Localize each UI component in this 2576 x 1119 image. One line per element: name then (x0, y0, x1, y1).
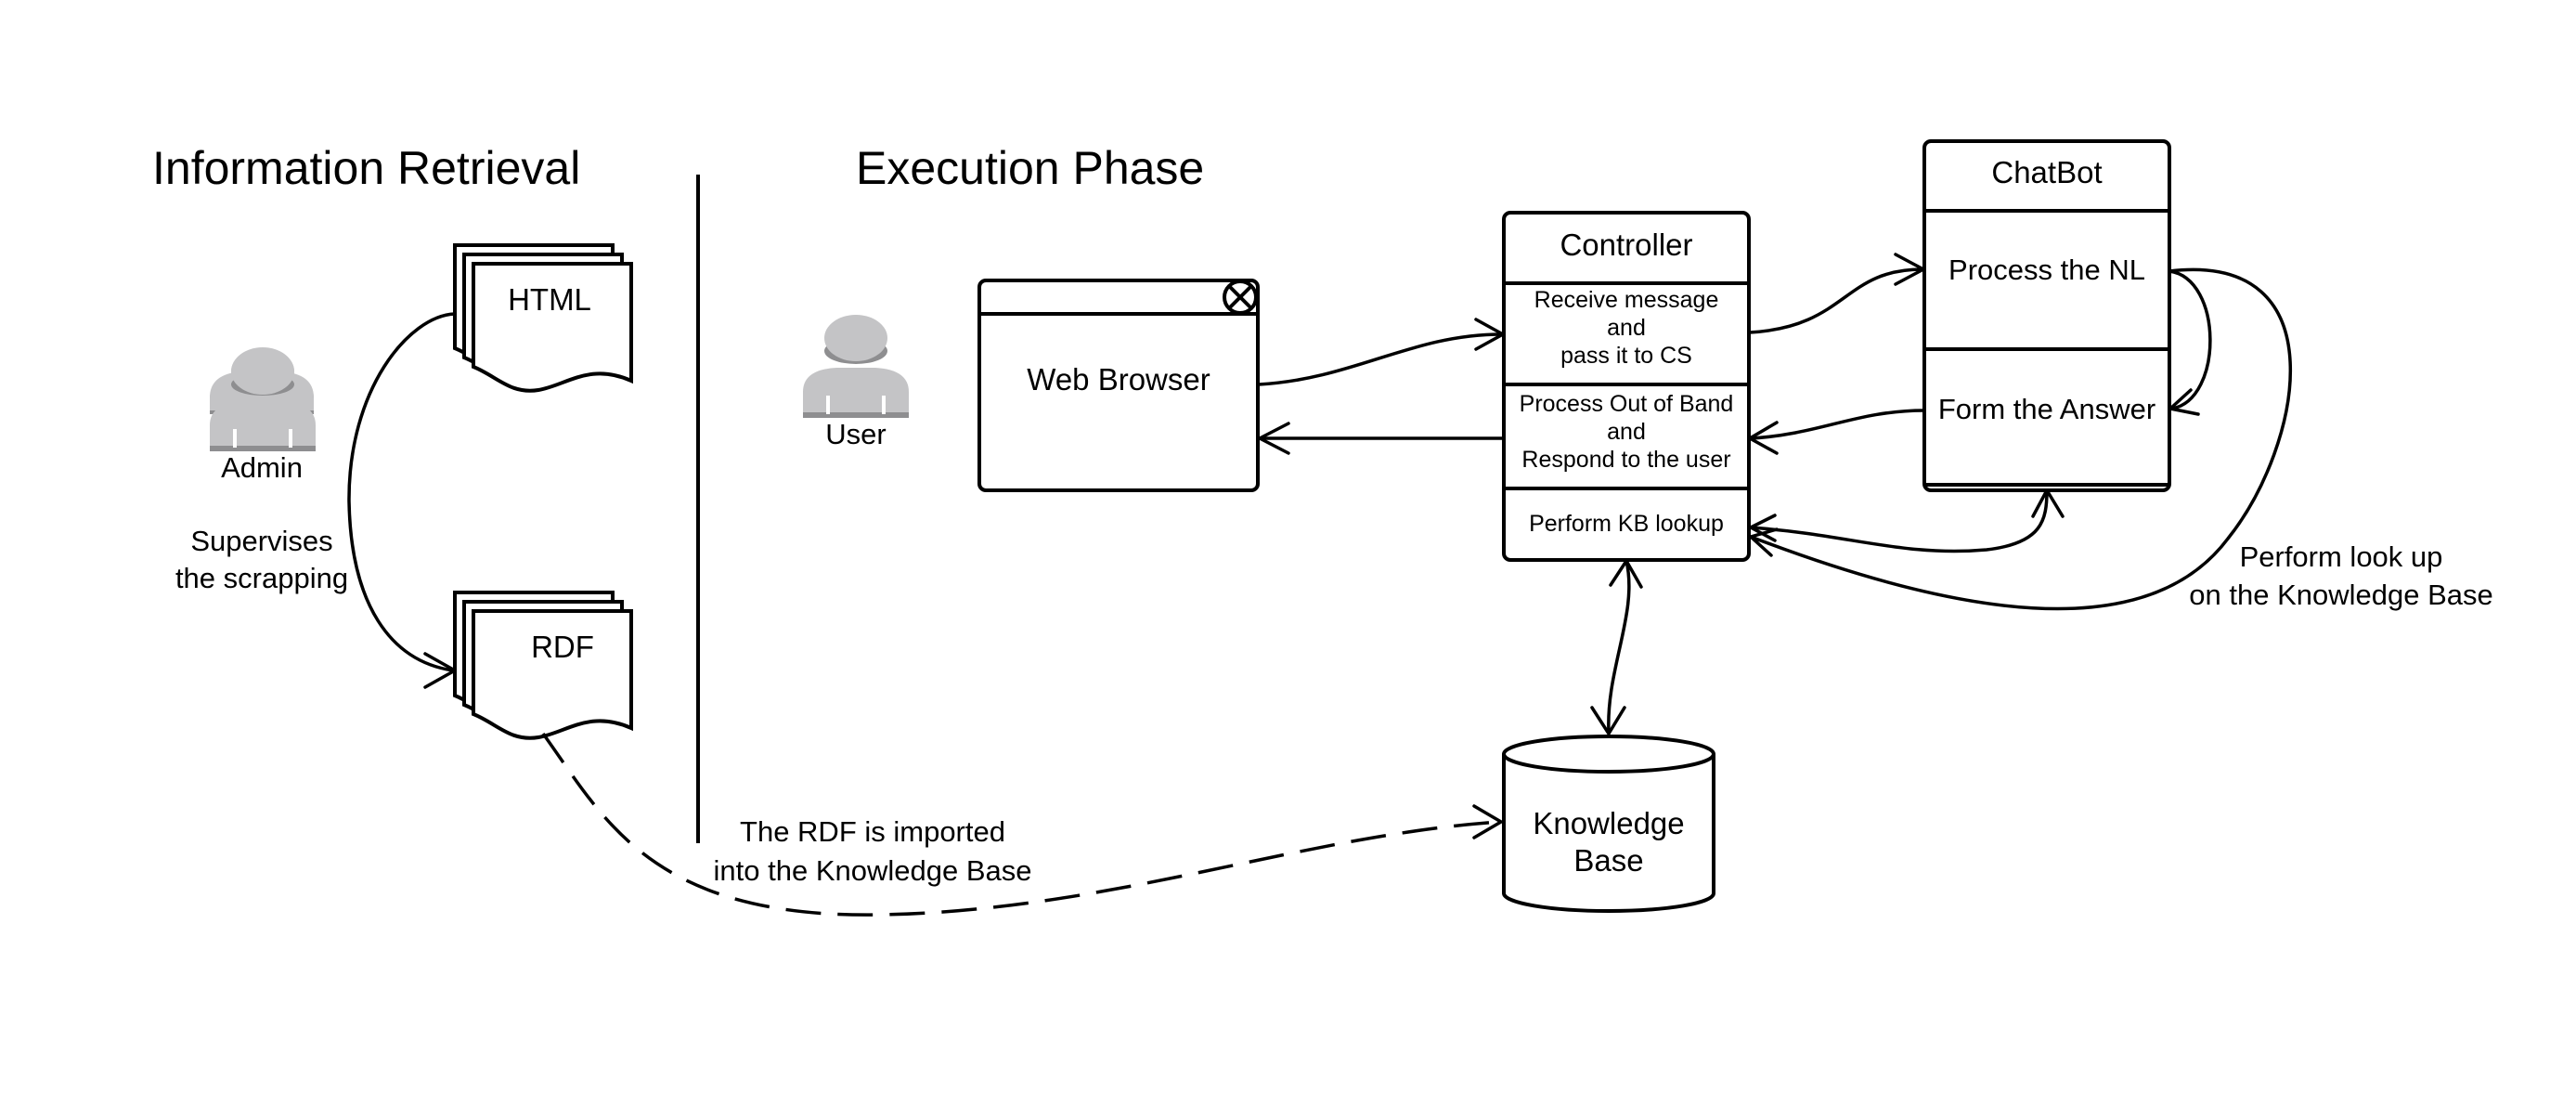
web-browser-window (977, 279, 1260, 492)
supervises-label-line1: Supervises (190, 525, 332, 557)
lookup-knowledge-base-arrowhead (1749, 527, 1779, 557)
user-label: User (825, 418, 886, 450)
browser-to-controller-connector (1258, 332, 1503, 386)
lookup-annotation-line1: Perform look up (2240, 540, 2443, 573)
process-to-answer-connector (2168, 269, 2212, 410)
section-title-execution-phase: Execution Phase (856, 142, 1204, 194)
chatbot-title: ChatBot (1991, 155, 2102, 189)
html-document-label: HTML (508, 282, 591, 317)
controller-to-chatbot-connector (1749, 267, 1923, 334)
controller-receive-line3: pass it to CS (1560, 343, 1692, 369)
user-icon (803, 315, 909, 418)
rdf-document-label: RDF (531, 630, 594, 664)
rdf-import-label-line2: into the Knowledge Base (714, 854, 1032, 887)
supervises-connector (347, 312, 456, 672)
chatbot-to-controller-connector (1750, 409, 1925, 440)
admin-label: Admin (221, 451, 303, 484)
html-document-stack (453, 243, 633, 393)
supervises-label-line2: the scrapping (175, 562, 348, 594)
knowledge-base-label-line1: Knowledge (1533, 806, 1684, 840)
controller-kb-arrowhead-up (1609, 559, 1643, 589)
chatbot-box (1922, 139, 2171, 492)
chatbot-form-answer: Form the Answer (1938, 393, 2155, 425)
supervises-arrowhead (423, 652, 457, 689)
knowledge-base-label-line2: Base (1573, 843, 1643, 878)
lookup-to-chatbot-connector (1749, 489, 2049, 553)
controller-process-line1: Process Out of Band (1520, 391, 1734, 417)
controller-to-chatbot-arrowhead (1894, 253, 1925, 286)
controller-title: Controller (1560, 228, 1692, 262)
controller-process-line2: and (1607, 419, 1646, 445)
controller-kb-connector (1607, 560, 1631, 733)
controller-process-line3: Respond to the user (1521, 447, 1730, 473)
lookup-to-chatbot-arrowhead-left (1749, 514, 1777, 542)
lookup-knowledge-base-connector (1750, 267, 2293, 611)
lookup-annotation-line2: on the Knowledge Base (2189, 579, 2492, 611)
lookup-to-chatbot-arrowhead-up (2031, 488, 2065, 518)
browser-to-controller-arrowhead (1474, 318, 1505, 351)
rdf-import-label-line1: The RDF is imported (740, 815, 1005, 848)
process-to-answer-arrowhead (2168, 388, 2200, 416)
controller-kb-arrowhead-down (1590, 706, 1626, 735)
chatbot-to-controller-arrowhead (1748, 421, 1779, 455)
controller-receive-line1: Receive message (1534, 287, 1719, 313)
admin-icon (210, 347, 316, 451)
controller-lookup-label: Perform KB lookup (1529, 511, 1724, 537)
web-browser-label: Web Browser (1027, 362, 1210, 397)
rdf-document-stack (453, 591, 633, 740)
chatbot-process-nl: Process the NL (1948, 254, 2145, 286)
rdf-import-arrowhead (1472, 804, 1503, 839)
section-title-information-retrieval: Information Retrieval (152, 142, 580, 194)
controller-to-browser-arrowhead (1258, 422, 1290, 455)
rdf-import-connector (541, 732, 1500, 917)
close-icon (1223, 280, 1258, 315)
controller-receive-line2: and (1607, 315, 1646, 341)
controller-box (1502, 211, 1751, 562)
knowledge-base-cylinder (1502, 735, 1715, 913)
